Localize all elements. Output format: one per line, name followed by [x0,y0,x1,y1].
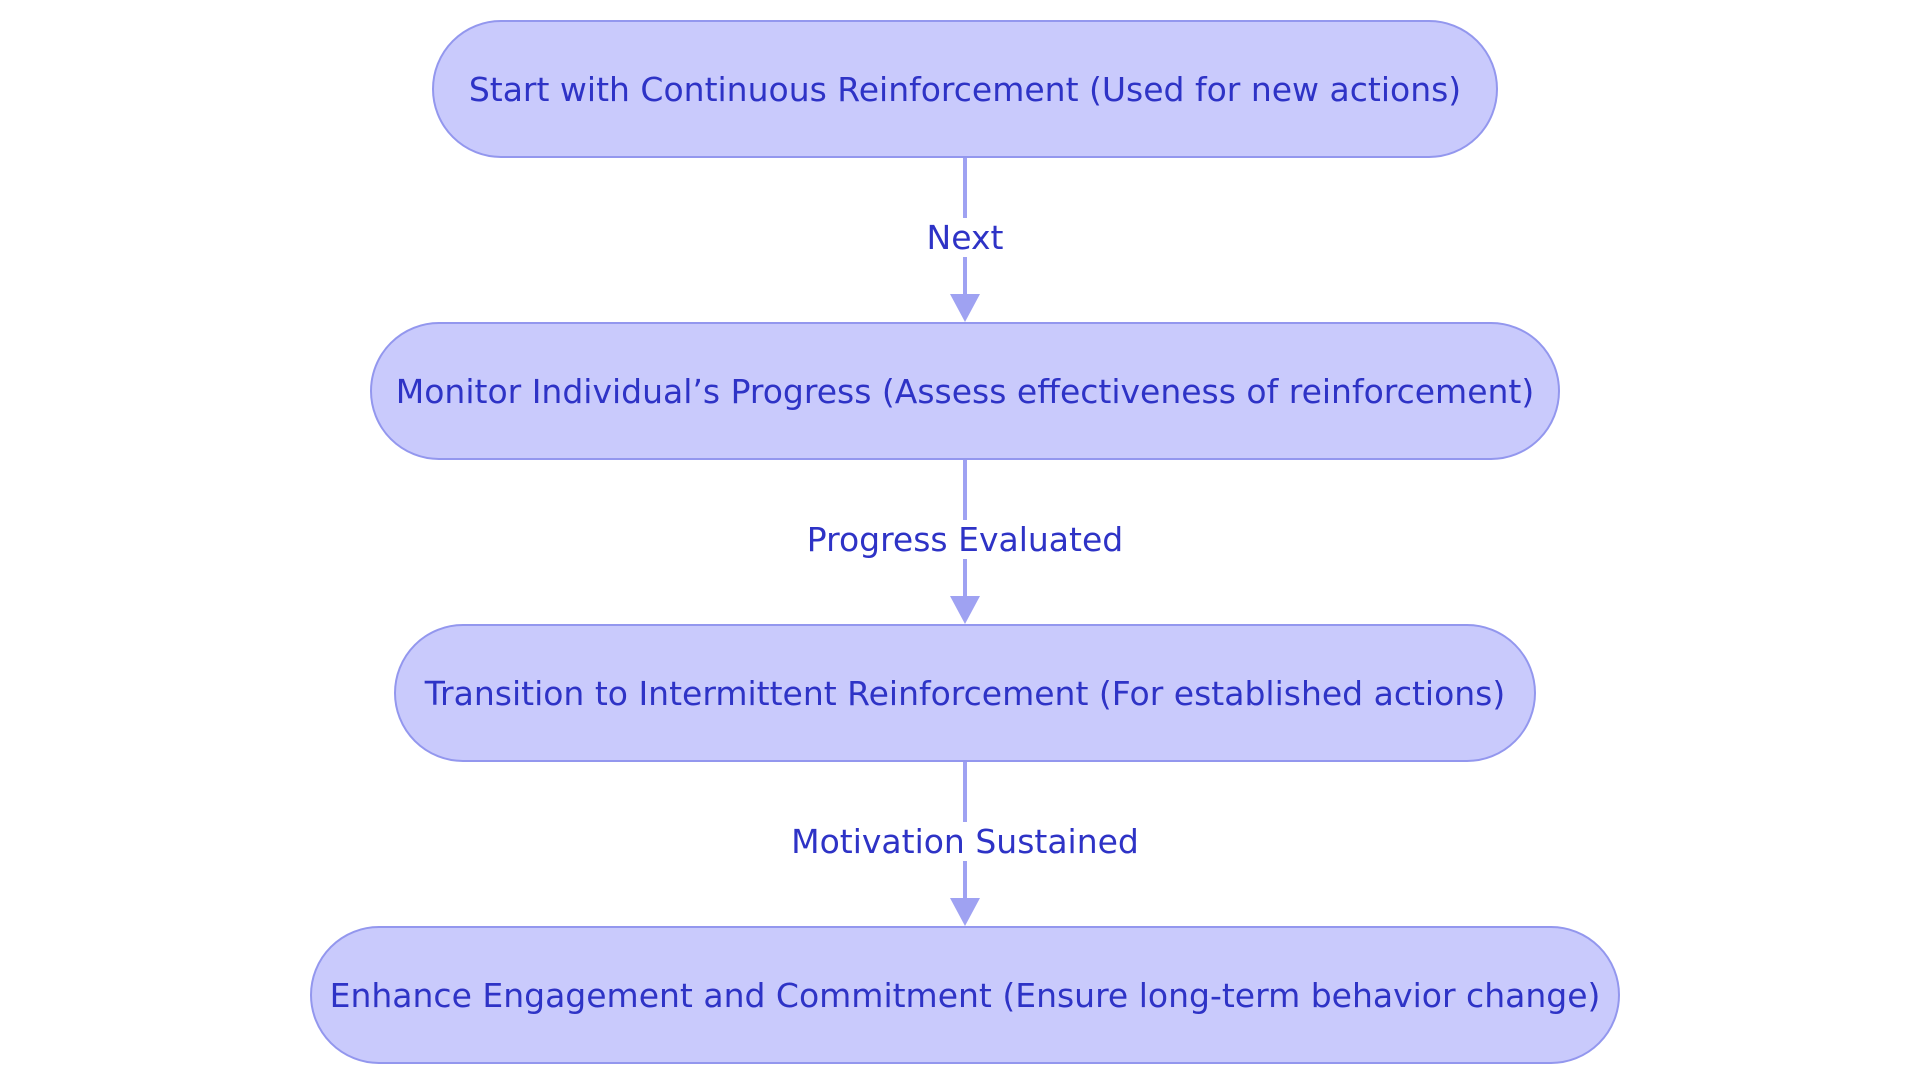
node-monitor-progress: Monitor Individual’s Progress (Assess ef… [370,322,1560,460]
edge-label-text: Motivation Sustained [789,822,1141,861]
node-label: Enhance Engagement and Commitment (Ensur… [329,975,1601,1015]
node-label: Start with Continuous Reinforcement (Use… [468,69,1462,109]
edge-label-next: Next [760,218,1170,258]
edge-label-text: Progress Evaluated [804,520,1126,559]
node-enhance-engagement: Enhance Engagement and Commitment (Ensur… [310,926,1620,1064]
node-label: Transition to Intermittent Reinforcement… [424,673,1506,713]
arrowhead-icon [950,596,980,624]
node-start-continuous-reinforcement: Start with Continuous Reinforcement (Use… [432,20,1498,158]
edge-label-text: Next [924,218,1006,257]
node-transition-intermittent-reinforcement: Transition to Intermittent Reinforcement… [394,624,1536,762]
arrowhead-icon [950,294,980,322]
edge-label-motivation-sustained: Motivation Sustained [760,822,1170,862]
arrowhead-icon [950,898,980,926]
node-label: Monitor Individual’s Progress (Assess ef… [395,371,1535,411]
edge-label-progress-evaluated: Progress Evaluated [760,520,1170,560]
